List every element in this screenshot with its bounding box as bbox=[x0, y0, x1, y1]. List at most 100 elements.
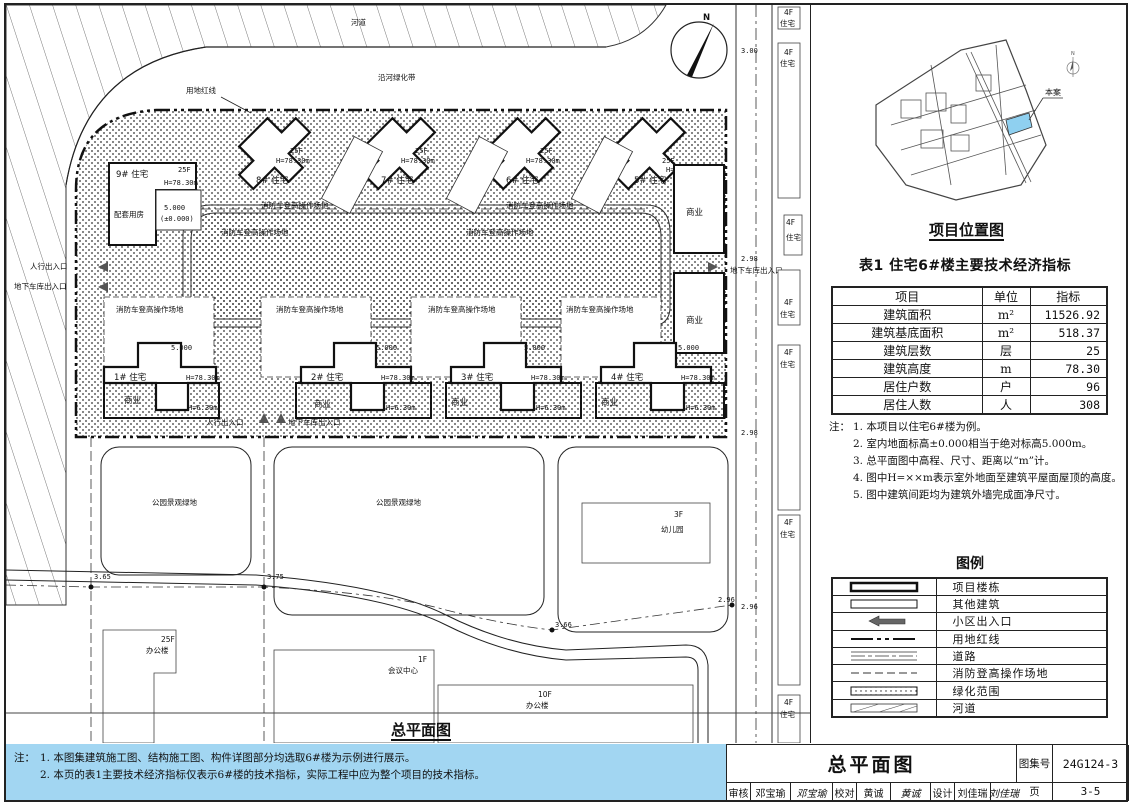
svg-text:人行出入口: 人行出入口 bbox=[206, 417, 244, 427]
svg-text:住宅: 住宅 bbox=[780, 18, 795, 28]
svg-text:幼儿园: 幼儿园 bbox=[661, 524, 684, 534]
green-area-icon bbox=[831, 681, 937, 700]
svg-text:4F: 4F bbox=[784, 8, 793, 17]
location-map: 本案 N bbox=[811, 5, 1127, 210]
svg-text:5.000: 5.000 bbox=[171, 344, 192, 352]
note-item: 1. 本图集建筑施工图、结构施工图、构件详图部分均选取6#楼为示例进行展示。 bbox=[40, 752, 416, 764]
header-value: 指标 bbox=[1029, 286, 1108, 306]
location-map-drawing: 本案 N bbox=[875, 39, 1080, 201]
svg-text:3.00: 3.00 bbox=[741, 47, 758, 55]
svg-text:地下车库出入口: 地下车库出入口 bbox=[288, 417, 341, 427]
header-item: 项目 bbox=[831, 286, 983, 306]
svg-text:4F: 4F bbox=[784, 48, 793, 57]
page-number: 3-5 bbox=[1053, 783, 1129, 801]
note-item: 1. 本项目以住宅6#楼为例。 bbox=[853, 421, 987, 433]
svg-text:消防车登高操作场地: 消防车登高操作场地 bbox=[566, 304, 634, 314]
legend-table: 项目楼栋 其他建筑 小区出入口 用地红线 道路 消防登高操作场地 绿化范围 河 bbox=[831, 577, 1108, 718]
check-label: 校对 bbox=[833, 783, 857, 801]
svg-text:商业: 商业 bbox=[686, 207, 703, 218]
svg-text:H=6.30m: H=6.30m bbox=[386, 404, 416, 412]
note-item: 2. 室内地面标高±0.000相当于绝对标高5.000m。 bbox=[853, 438, 1093, 450]
svg-text:4F: 4F bbox=[784, 518, 793, 527]
north-arrow-icon: N bbox=[1066, 51, 1080, 77]
svg-text:25F: 25F bbox=[540, 147, 553, 155]
svg-text:1F: 1F bbox=[418, 655, 427, 664]
north-arrow-icon: N bbox=[670, 13, 728, 79]
design-label: 设计 bbox=[931, 783, 955, 801]
svg-text:5.000: 5.000 bbox=[524, 344, 545, 352]
svg-text:地下车库出入口: 地下车库出入口 bbox=[14, 281, 67, 291]
svg-text:住宅: 住宅 bbox=[786, 232, 801, 242]
svg-text:25F: 25F bbox=[662, 157, 675, 165]
svg-text:3.75: 3.75 bbox=[267, 573, 284, 581]
svg-text:消防车登高操作场地: 消防车登高操作场地 bbox=[221, 227, 289, 237]
legend-row: 小区出入口 bbox=[831, 612, 1108, 631]
river-icon bbox=[831, 698, 937, 718]
svg-text:2# 住宅: 2# 住宅 bbox=[311, 372, 343, 383]
drawing-frame bbox=[4, 3, 1128, 802]
svg-text:1# 住宅: 1# 住宅 bbox=[114, 372, 146, 383]
header-unit: 单位 bbox=[981, 286, 1031, 306]
svg-text:5.000: 5.000 bbox=[678, 344, 699, 352]
svg-text:消防车登高操作场地: 消防车登高操作场地 bbox=[506, 200, 574, 210]
svg-text:H=78.30m: H=78.30m bbox=[276, 157, 310, 165]
checker-name: 黄诚 bbox=[857, 783, 891, 801]
project-notes: 注：1. 本项目以住宅6#楼为例。 2. 室内地面标高±0.000相当于绝对标高… bbox=[829, 419, 1122, 504]
table-row: 建筑层数 层 25 bbox=[831, 341, 1108, 360]
svg-text:25F: 25F bbox=[290, 147, 303, 155]
riverside-green-label: 沿河绿化带 bbox=[378, 72, 416, 82]
svg-text:消防车登高操作场地: 消防车登高操作场地 bbox=[428, 304, 496, 314]
table-row: 建筑面积 m² 11526.92 bbox=[831, 305, 1108, 324]
river-label: 河道 bbox=[351, 17, 366, 27]
title-block: 总平面图 图集号 24G124-3 页 3-5 审核 邓宝瑜 邓宝瑜 校对 黄诚… bbox=[726, 744, 1129, 802]
svg-text:住宅: 住宅 bbox=[780, 58, 795, 68]
svg-text:3.66: 3.66 bbox=[555, 621, 572, 629]
svg-text:住宅: 住宅 bbox=[780, 529, 795, 539]
checker-signature: 黄诚 bbox=[891, 783, 931, 801]
svg-text:商业: 商业 bbox=[451, 397, 468, 408]
svg-text:5# 住宅: 5# 住宅 bbox=[634, 175, 666, 186]
designer-signature: 刘佳瑞 bbox=[989, 788, 1019, 800]
svg-text:9# 住宅: 9# 住宅 bbox=[116, 169, 148, 180]
svg-text:8# 住宅: 8# 住宅 bbox=[256, 175, 288, 186]
reviewer-signature: 邓宝瑜 bbox=[791, 783, 833, 801]
svg-text:消防车登高操作场地: 消防车登高操作场地 bbox=[466, 227, 534, 237]
site-plan-drawing: 河道 沿河绿化带 N 用地红线 消防车登高操作场地 消防车登高操作场地 消防车登… bbox=[6, 5, 810, 743]
svg-text:6# 住宅: 6# 住宅 bbox=[506, 175, 538, 186]
tech-indicators-table: 项目 单位 指标 建筑面积 m² 11526.92 建筑基底面积 m² 518.… bbox=[831, 286, 1108, 415]
svg-text:公园景观绿地: 公园景观绿地 bbox=[376, 497, 421, 507]
atlas-no: 24G124-3 bbox=[1053, 745, 1129, 783]
svg-text:H=6.30m: H=6.30m bbox=[536, 404, 566, 412]
svg-text:2.98: 2.98 bbox=[741, 255, 758, 263]
svg-text:H=78.30m: H=78.30m bbox=[401, 157, 435, 165]
note-item: 4. 图中H=××m表示室外地面至建筑平屋面屋顶的高度。 bbox=[853, 472, 1122, 484]
note-item: 5. 图中建筑间距均为建筑外墙完成面净尺寸。 bbox=[853, 489, 1066, 501]
bottom-notes: 注：1. 本图集建筑施工图、结构施工图、构件详图部分均选取6#楼为示例进行展示。… bbox=[6, 744, 726, 800]
svg-text:H=78.30m: H=78.30m bbox=[381, 374, 415, 382]
svg-text:4F: 4F bbox=[784, 698, 793, 707]
svg-text:H=78.30m: H=78.30m bbox=[164, 179, 198, 187]
signature-row: 审核 邓宝瑜 邓宝瑜 校对 黄诚 黄诚 设计 刘佳瑞 刘佳瑞 bbox=[727, 783, 1019, 801]
table-row: 建筑基底面积 m² 518.37 bbox=[831, 323, 1108, 342]
svg-text:25F: 25F bbox=[161, 635, 175, 644]
fire-site-icon bbox=[831, 664, 937, 683]
svg-text:会议中心: 会议中心 bbox=[388, 665, 418, 675]
note-item: 2. 本页的表1主要技术经济指标仅表示6#楼的技术指标，实际工程中应为整个项目的… bbox=[40, 769, 486, 781]
note-item: 3. 总平面图中高程、尺寸、距离以“m”计。 bbox=[853, 455, 1056, 467]
red-line-icon bbox=[831, 629, 937, 648]
svg-text:公园景观绿地: 公园景观绿地 bbox=[152, 497, 197, 507]
road-icon bbox=[831, 646, 937, 666]
svg-text:3F: 3F bbox=[674, 510, 683, 519]
legend-row: 用地红线 bbox=[831, 629, 1108, 648]
svg-text:25F: 25F bbox=[415, 147, 428, 155]
svg-text:H=78.30m: H=78.30m bbox=[186, 374, 220, 382]
entrance-arrow-icon bbox=[831, 612, 937, 631]
svg-text:住宅: 住宅 bbox=[780, 709, 795, 719]
legend-title: 图例 bbox=[956, 556, 984, 572]
table-header-row: 项目 单位 指标 bbox=[831, 286, 1108, 306]
svg-text:4F: 4F bbox=[784, 348, 793, 357]
svg-text:N: N bbox=[703, 13, 710, 23]
svg-text:H=6.30m: H=6.30m bbox=[188, 404, 218, 412]
svg-text:H=78.30m: H=78.30m bbox=[681, 374, 715, 382]
svg-text:25F: 25F bbox=[178, 166, 191, 174]
